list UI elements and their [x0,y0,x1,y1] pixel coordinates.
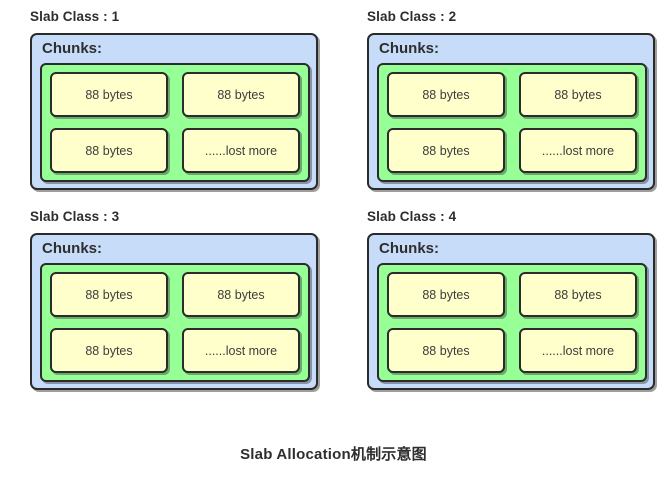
chunks-label: Chunks: [379,40,439,57]
slab-class-grid: Slab Class : 1 Chunks: 88 bytes 88 bytes… [30,8,655,390]
chunks-label: Chunks: [42,40,102,57]
slab-class-title: Slab Class : 1 [30,9,120,24]
slab-class-panel-1: Slab Class : 1 Chunks: 88 bytes 88 bytes… [30,8,318,190]
chunk-cell: ......lost more [182,328,300,373]
chunk-cell: ......lost more [519,128,637,173]
slab-class-panel-4: Slab Class : 4 Chunks: 88 bytes 88 bytes… [367,208,655,390]
slab-class-panel-3: Slab Class : 3 Chunks: 88 bytes 88 bytes… [30,208,318,390]
chunk-cell: 88 bytes [50,272,168,317]
chunk-cell: 88 bytes [50,72,168,117]
chunk-cell: 88 bytes [387,72,505,117]
chunk-cell: 88 bytes [50,328,168,373]
chunk-area: 88 bytes 88 bytes 88 bytes ......lost mo… [377,63,647,182]
chunks-container: Chunks: 88 bytes 88 bytes 88 bytes .....… [367,233,655,390]
chunk-cell: 88 bytes [387,128,505,173]
chunk-cell: 88 bytes [387,272,505,317]
chunk-area: 88 bytes 88 bytes 88 bytes ......lost mo… [377,263,647,382]
chunks-container: Chunks: 88 bytes 88 bytes 88 bytes .....… [30,233,318,390]
chunks-container: Chunks: 88 bytes 88 bytes 88 bytes .....… [367,33,655,190]
slab-class-title: Slab Class : 4 [367,209,457,224]
chunk-cell: 88 bytes [519,72,637,117]
chunk-cell: 88 bytes [182,272,300,317]
chunk-cell: ......lost more [519,328,637,373]
chunk-area: 88 bytes 88 bytes 88 bytes ......lost mo… [40,63,310,182]
chunks-label: Chunks: [42,240,102,257]
slab-class-title: Slab Class : 3 [30,209,120,224]
chunk-cell: 88 bytes [387,328,505,373]
chunk-cell: 88 bytes [519,272,637,317]
chunk-cell: 88 bytes [50,128,168,173]
chunk-cell: 88 bytes [182,72,300,117]
chunks-label: Chunks: [379,240,439,257]
chunks-container: Chunks: 88 bytes 88 bytes 88 bytes .....… [30,33,318,190]
diagram-caption: Slab Allocation机制示意图 [240,446,427,463]
slab-class-panel-2: Slab Class : 2 Chunks: 88 bytes 88 bytes… [367,8,655,190]
chunk-area: 88 bytes 88 bytes 88 bytes ......lost mo… [40,263,310,382]
chunk-cell: ......lost more [182,128,300,173]
slab-class-title: Slab Class : 2 [367,9,457,24]
